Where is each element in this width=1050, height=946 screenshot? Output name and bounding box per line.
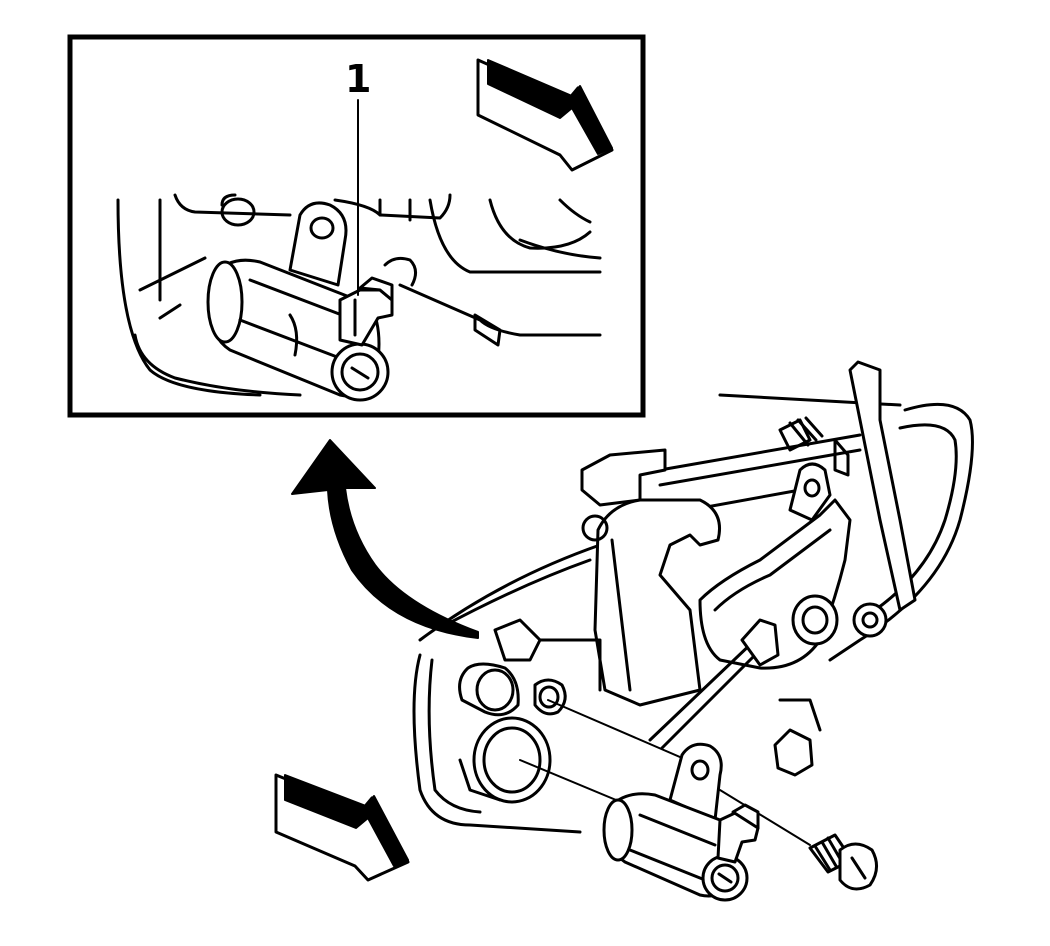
callout-1: 1 [345,57,371,296]
door-handle-assembly [412,360,974,902]
inset-direction-arrow [476,58,614,172]
curved-pointer-arrow [291,439,479,639]
bolt [808,833,878,891]
lock-cylinder [602,742,760,902]
detail-inset: 1 [67,34,646,418]
callout-1-label: 1 [345,57,371,101]
direction-arrow [274,773,410,882]
inset-lock-cylinder [206,201,394,402]
inset-handle-body [116,193,602,397]
